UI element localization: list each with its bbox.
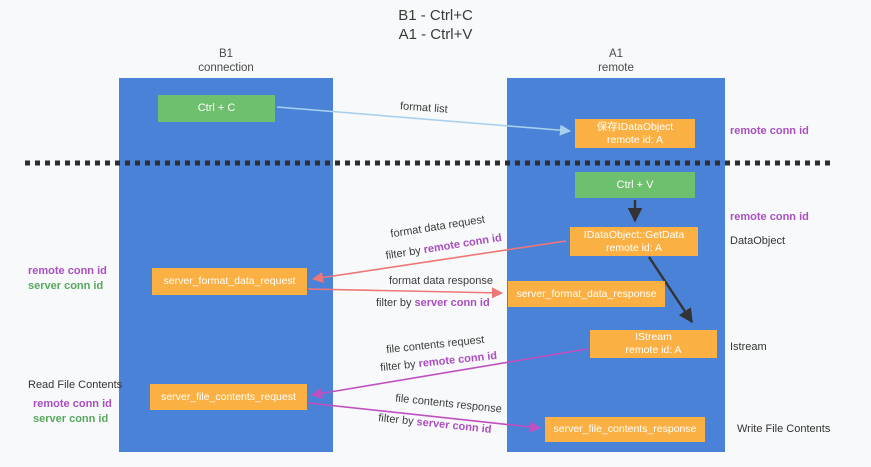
node-istream-line1: IStream bbox=[635, 331, 672, 343]
node-ctrl-c: Ctrl + C bbox=[158, 95, 275, 122]
node-server-file-contents-request-label: server_file_contents_request bbox=[161, 390, 296, 403]
node-server-file-contents-response-label: server_file_contents_response bbox=[553, 423, 697, 435]
node-save-dataobject: 保存IDataObject remote id: A bbox=[575, 119, 695, 148]
lane-b1-name: B1 bbox=[218, 48, 234, 60]
left-annotation-server-conn-id: server conn id bbox=[28, 280, 104, 292]
title-line-a1: A1 - Ctrl+V bbox=[398, 26, 473, 43]
edge-label-format-data-response-filter: filter by server conn id bbox=[376, 297, 490, 309]
node-getdata-line1: IDataObject::GetData bbox=[583, 228, 685, 241]
right-annotation-remote-conn-id-2: remote conn id bbox=[730, 211, 809, 223]
right-annotation-dataobject: DataObject bbox=[730, 235, 786, 247]
left-annotation-read-file-contents: Read File Contents bbox=[28, 379, 123, 391]
lane-header-a1: A1 remote bbox=[507, 47, 725, 75]
right-annotation-istream: Istream bbox=[730, 341, 767, 353]
node-save-dataobject-line2: remote id: A bbox=[606, 133, 664, 146]
server-conn-id-text: server conn id bbox=[414, 297, 490, 309]
node-server-format-data-response-label: server_format_data_response bbox=[516, 287, 657, 300]
node-save-dataobject-line1: 保存IDataObject bbox=[596, 120, 674, 133]
node-istream: IStream remote id: A bbox=[590, 330, 717, 358]
right-annotation-remote-conn-id: remote conn id bbox=[730, 125, 809, 137]
file-contents-request-arrow bbox=[310, 348, 588, 399]
node-getdata-line2: remote id: A bbox=[605, 241, 663, 254]
lane-header-b1: B1 connection bbox=[119, 47, 333, 75]
format-list-arrow bbox=[276, 106, 572, 136]
node-server-format-data-request-label: server_format_data_request bbox=[163, 275, 296, 287]
lane-a1-role: remote bbox=[598, 62, 634, 74]
right-annotation-write-file-contents: Write File Contents bbox=[737, 423, 831, 435]
node-server-format-data-response: server_format_data_response bbox=[508, 281, 665, 307]
node-ctrl-v-label: Ctrl + V bbox=[616, 178, 654, 191]
lane-b1-role: connection bbox=[198, 62, 254, 74]
node-getdata: IDataObject::GetData remote id: A bbox=[570, 227, 698, 256]
left-annotation-remote-conn-id-2: remote conn id bbox=[33, 398, 112, 410]
node-server-file-contents-request: server_file_contents_request bbox=[150, 384, 307, 410]
left-annotation-server-conn-id-2: server conn id bbox=[33, 413, 109, 425]
filter-by-text: filter by bbox=[376, 297, 415, 309]
node-ctrl-c-label: Ctrl + C bbox=[197, 102, 236, 114]
node-server-format-data-request: server_format_data_request bbox=[152, 268, 307, 295]
node-ctrl-v: Ctrl + V bbox=[575, 172, 695, 198]
node-istream-line2: remote id: A bbox=[625, 344, 682, 356]
format-data-response-arrow bbox=[307, 287, 504, 299]
edge-label-format-data-response: format data response bbox=[389, 275, 493, 287]
diagram-title: B1 - Ctrl+C A1 - Ctrl+V bbox=[0, 6, 871, 44]
format-data-request-arrow bbox=[311, 240, 567, 284]
left-annotation-remote-conn-id: remote conn id bbox=[28, 265, 107, 277]
node-server-file-contents-response: server_file_contents_response bbox=[545, 417, 705, 442]
getdata-to-istream-arrow bbox=[647, 256, 694, 324]
lane-a1-name: A1 bbox=[608, 48, 624, 60]
file-contents-response-arrow bbox=[307, 402, 542, 433]
title-line-b1: B1 - Ctrl+C bbox=[398, 7, 473, 24]
